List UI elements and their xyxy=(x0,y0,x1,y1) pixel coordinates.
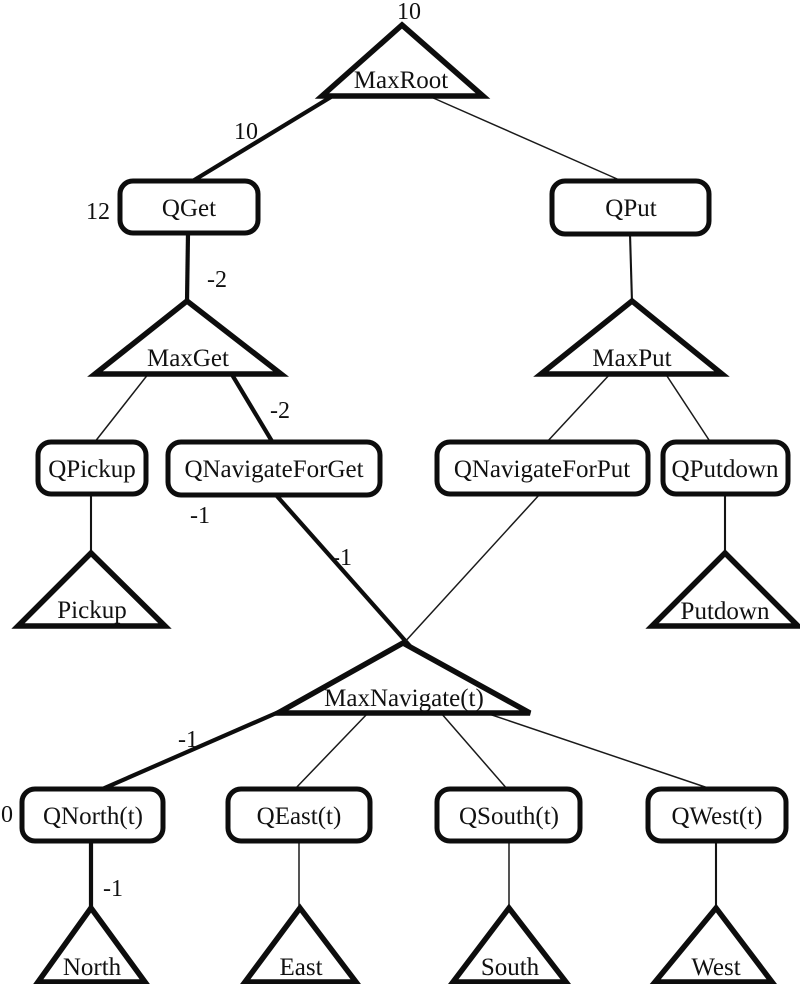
node-q-west: QWest(t) xyxy=(645,786,789,844)
value-edge-qget-maxget: -2 xyxy=(207,267,227,293)
value-edge-qnorth-north: -1 xyxy=(103,876,123,902)
node-max-get: MaxGet xyxy=(87,297,290,377)
node-q-south: QSouth(t) xyxy=(434,786,583,844)
node-label-west: West xyxy=(691,954,740,981)
node-q-get: QGet xyxy=(117,178,261,236)
box-q-get xyxy=(117,178,261,236)
node-label-max-put: MaxPut xyxy=(592,345,671,372)
node-south: South xyxy=(448,903,572,984)
node-max-put: MaxPut xyxy=(533,297,730,377)
triangle-north xyxy=(33,903,150,984)
node-max-root: MaxRoot xyxy=(314,21,491,99)
node-label-q-putdown: QPutdown xyxy=(672,456,779,483)
edge-qnavigateforput-maxnavigate xyxy=(391,493,541,657)
box-q-putdown xyxy=(660,439,791,497)
node-q-north: QNorth(t) xyxy=(19,786,166,844)
node-west: West xyxy=(649,903,777,984)
node-north: North xyxy=(33,903,150,984)
node-label-south: South xyxy=(481,954,540,981)
node-label-max-root: MaxRoot xyxy=(354,67,449,94)
node-label-north: North xyxy=(63,954,122,981)
node-q-putdown: QPutdown xyxy=(660,439,791,497)
node-label-q-south: QSouth(t) xyxy=(459,803,559,830)
edge-maxput-qnavigateforput xyxy=(545,372,612,444)
box-q-pickup xyxy=(35,439,149,497)
edge-maxnavigate-qnorth xyxy=(99,709,282,792)
node-putdown: Putdown xyxy=(645,549,800,629)
node-east: East xyxy=(240,903,361,984)
triangle-south xyxy=(448,903,572,984)
value-above-max-root: 10 xyxy=(397,0,421,25)
box-q-east xyxy=(225,786,373,844)
value-edge-maxroot-qget: 10 xyxy=(234,119,258,145)
edge-maxget-qnavigateforget xyxy=(229,371,275,445)
box-q-south xyxy=(434,786,583,844)
edge-maxput-qputdown xyxy=(664,372,712,444)
edge-qput-maxput xyxy=(628,233,634,303)
node-label-pickup: Pickup xyxy=(57,597,126,624)
value-edge-qnavigateforget-maxnavigate: -1 xyxy=(332,545,352,571)
node-label-q-pickup: QPickup xyxy=(48,456,136,483)
edge-qget-maxget xyxy=(184,232,191,303)
node-q-navigate-for-put: QNavigateForPut xyxy=(434,439,651,497)
value-left-of-q-get: 12 xyxy=(86,199,110,225)
value-labels: 10 10 12 -2 -2 -1 -1 -1 0 -1 xyxy=(1,0,421,902)
value-left-of-q-north: 0 xyxy=(1,802,13,828)
edge-maxget-qpickup xyxy=(93,372,150,444)
node-q-east: QEast(t) xyxy=(225,786,373,844)
node-label-q-put: QPut xyxy=(605,195,656,222)
triangle-max-navigate xyxy=(267,639,532,716)
triangle-pickup xyxy=(11,549,172,629)
node-max-navigate: MaxNavigate(t) xyxy=(267,639,532,716)
edge-maxnavigate-qsouth xyxy=(440,712,509,791)
node-label-q-navigate-for-get: QNavigateForGet xyxy=(184,456,363,483)
box-q-put xyxy=(549,178,712,237)
box-q-west xyxy=(645,786,789,844)
node-label-max-get: MaxGet xyxy=(147,345,229,372)
triangle-max-root xyxy=(314,21,491,99)
box-q-navigate-for-put xyxy=(434,439,651,497)
edge-maxroot-qput xyxy=(430,96,625,183)
value-below-q-navigate-for-get: -1 xyxy=(190,503,210,529)
node-q-put: QPut xyxy=(549,178,712,237)
node-q-navigate-for-get: QNavigateForGet xyxy=(165,439,383,498)
node-pickup: Pickup xyxy=(11,549,172,629)
value-edge-maxget-qnavigateforget: -2 xyxy=(270,398,290,424)
triangle-west xyxy=(649,903,777,984)
triangle-max-put xyxy=(533,297,730,377)
node-label-putdown: Putdown xyxy=(681,598,770,625)
node-label-q-north: QNorth(t) xyxy=(43,803,143,830)
triangle-east xyxy=(240,903,361,984)
triangle-max-get xyxy=(87,297,290,377)
edge-maxnavigate-qeast xyxy=(293,712,369,791)
edges xyxy=(88,95,727,909)
box-q-navigate-for-get xyxy=(165,439,383,498)
value-edge-maxnavigate-qnorth: -1 xyxy=(178,727,198,753)
node-label-east: East xyxy=(279,954,322,981)
edge-maxroot-qget xyxy=(189,95,333,184)
edge-maxnavigate-qwest xyxy=(485,712,715,791)
edge-qnavigateforget-maxnavigate xyxy=(274,493,419,656)
node-label-q-east: QEast(t) xyxy=(257,803,342,830)
node-q-pickup: QPickup xyxy=(35,439,149,497)
node-label-q-navigate-for-put: QNavigateForPut xyxy=(454,456,630,483)
box-q-north xyxy=(19,786,166,844)
node-label-max-navigate: MaxNavigate(t) xyxy=(324,685,484,712)
triangle-putdown xyxy=(645,549,800,629)
node-label-q-west: QWest(t) xyxy=(671,803,762,830)
node-label-q-get: QGet xyxy=(162,195,216,222)
